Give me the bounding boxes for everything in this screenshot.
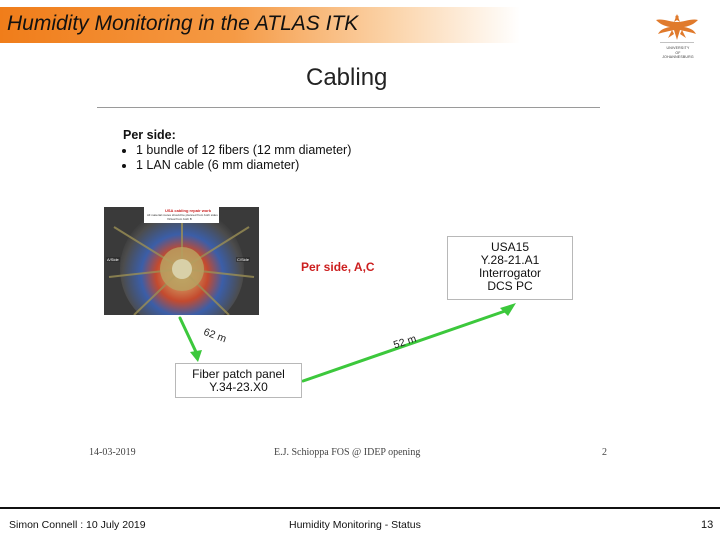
- title-bar: [0, 7, 520, 43]
- detector-image-icon: [104, 207, 259, 315]
- per-side-list: Per side: 1 bundle of 12 fibers (12 mm d…: [123, 128, 351, 173]
- university-logo-icon: [656, 14, 698, 43]
- arrowhead-usa: [500, 303, 516, 316]
- inner-footer-page: 2: [602, 447, 607, 458]
- photo-caption-1: USA cabling repair work: [165, 208, 212, 213]
- bullet-lan: 1 LAN cable (6 mm diameter): [136, 158, 351, 173]
- inner-footer-author: E.J. Schioppa FOS @ IDEP opening: [274, 447, 421, 458]
- title-divider: [97, 107, 600, 108]
- per-side-heading: Per side:: [123, 128, 176, 142]
- photo-caption-2: All material routes should be planned fr…: [147, 213, 218, 217]
- footer-author: Simon Connell : 10 July 2019: [9, 519, 146, 531]
- photo-tag-right: C/Side: [236, 257, 251, 262]
- arrowhead-panel: [190, 350, 202, 362]
- bullet-fibers: 1 bundle of 12 fibers (12 mm diameter): [136, 143, 351, 158]
- atlas-detector-photo: USA cabling repair work All material rou…: [104, 207, 259, 315]
- footer-title: Humidity Monitoring - Status: [289, 519, 421, 531]
- arrow-photo-to-panel: [178, 316, 198, 354]
- header-title: Humidity Monitoring in the ATLAS ITK: [7, 12, 359, 35]
- arrow-panel-to-usa: [301, 308, 510, 383]
- inner-footer-date: 14-03-2019: [89, 447, 136, 458]
- photo-tag-left: A/Side: [106, 257, 120, 262]
- photo-caption-3: Virtual from both B: [167, 217, 192, 221]
- slide-title: Cabling: [306, 64, 388, 91]
- footer-divider: [0, 507, 720, 509]
- per-side-ac-label: Per side, A,C: [301, 260, 375, 274]
- usa15-box: USA15 Y.28-21.A1 Interrogator DCS PC: [447, 236, 573, 300]
- logo-text: UNIVERSITY OF JOHANNESBURG: [662, 46, 694, 59]
- footer-page-number: 13: [701, 519, 714, 531]
- fiber-patch-panel-box: Fiber patch panel Y.34-23.X0: [175, 363, 302, 398]
